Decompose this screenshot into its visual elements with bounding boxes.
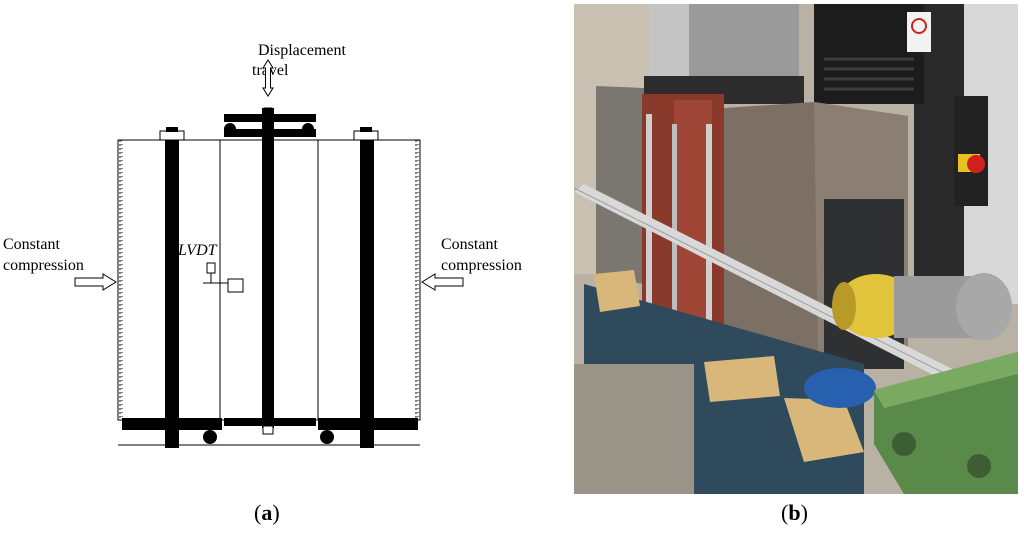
schematic-panel: Displacement travel	[3, 42, 522, 448]
arrow-right-icon	[74, 273, 117, 291]
left-rod-cap	[159, 130, 185, 141]
top-label-line1: Displacement	[258, 42, 347, 59]
rust-block-face	[674, 100, 712, 330]
caption-a: (a)	[254, 500, 280, 526]
caption-b-open: (	[781, 500, 789, 525]
left-nut	[166, 127, 178, 132]
emergency-stop-button-icon	[967, 155, 985, 173]
no-sign-icon	[911, 18, 927, 34]
rod-shade	[574, 187, 1015, 409]
right-rod	[360, 140, 374, 448]
green-part-top	[874, 352, 1018, 408]
right-rod-cap	[353, 130, 379, 141]
arrow-left-icon	[421, 273, 464, 291]
floor	[574, 364, 694, 494]
louver-slats	[824, 57, 914, 91]
wood-block-1	[594, 270, 640, 312]
caption-b-close: )	[800, 500, 808, 525]
bottom-plate-center	[224, 418, 316, 426]
control-box	[954, 96, 988, 206]
caption-a-letter: a	[261, 500, 273, 525]
double-arrow-vertical-icon	[262, 59, 274, 97]
caption-b: (b)	[781, 500, 808, 526]
lvdt-sensor	[206, 262, 216, 274]
left-steel-block	[596, 86, 644, 284]
left-rod	[165, 140, 179, 448]
bottom-roller-left	[203, 430, 217, 444]
threaded-rod-2	[672, 124, 677, 334]
right-label-line2: compression	[441, 257, 522, 274]
bottom-plate-right	[318, 418, 418, 430]
top-roller-right	[302, 123, 314, 135]
green-part-hole-1	[892, 432, 916, 456]
louver-panel	[814, 4, 924, 104]
lvdt-label: LVDT	[177, 242, 218, 259]
jack-flange	[956, 273, 1012, 341]
right-nut	[360, 127, 372, 132]
top-roller-left	[224, 123, 236, 135]
bottom-plate-left	[122, 418, 222, 430]
left-label-line2: compression	[3, 257, 84, 274]
bottom-rod-cap	[262, 425, 274, 435]
center-rod	[262, 108, 274, 428]
bottom-roller-right	[320, 430, 334, 444]
schematic-diagram: Displacement travel	[3, 42, 522, 448]
threaded-rod-3	[706, 124, 712, 354]
caption-b-letter: b	[788, 500, 801, 525]
photo-illustration	[574, 4, 1018, 494]
caption-a-open: (	[254, 500, 262, 525]
left-label-line1: Constant	[3, 236, 60, 253]
wood-block-2	[704, 356, 780, 402]
green-part-hole-2	[967, 454, 991, 478]
cylinder-highlight	[649, 4, 689, 82]
actuator-end	[832, 282, 856, 330]
lvdt-target	[227, 278, 244, 293]
wood-block-3	[784, 398, 864, 462]
right-label-line1: Constant	[441, 236, 498, 253]
test-setup-photo	[574, 4, 1018, 494]
blue-cloth	[804, 368, 876, 408]
caption-a-close: )	[272, 500, 280, 525]
